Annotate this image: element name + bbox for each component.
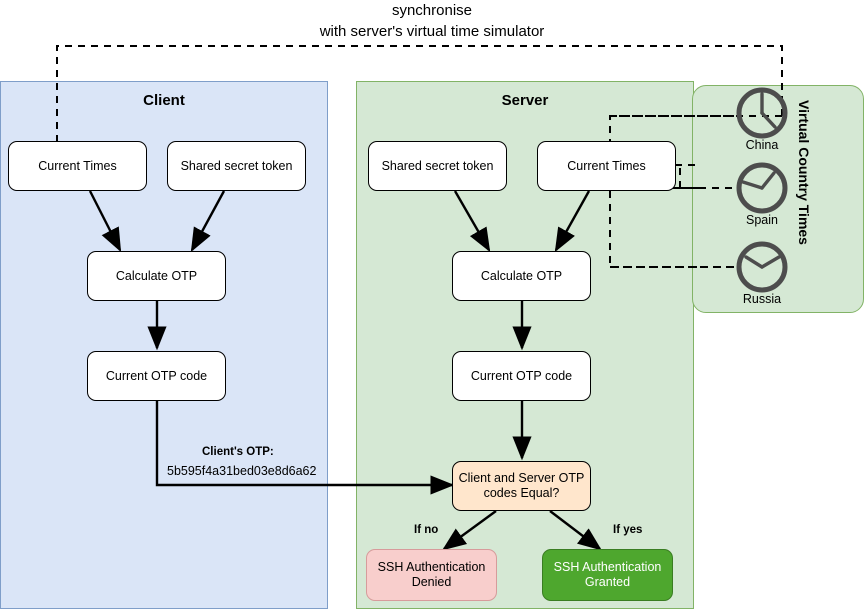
clock-spain-icon [736, 162, 788, 214]
otp-transfer-arrow [155, 401, 455, 495]
granted-line-1: SSH Authentication [553, 560, 662, 574]
server-arrows [453, 190, 591, 461]
otp-comparison-decision[interactable]: Client and Server OTP codes Equal? [452, 461, 591, 511]
clock-china-icon [736, 87, 788, 139]
server-current-times[interactable]: Current Times [537, 141, 676, 191]
decision-branch-arrows [442, 510, 602, 551]
client-arrows [88, 190, 226, 351]
server-calculate-otp[interactable]: Calculate OTP [452, 251, 591, 301]
ssh-authentication-granted[interactable]: SSH Authentication Granted [542, 549, 673, 601]
client-current-times[interactable]: Current Times [8, 141, 147, 191]
caption-line-1: synchronise [391, 2, 473, 19]
clock-russia-label: Russia [742, 292, 782, 306]
client-calculate-otp[interactable]: Calculate OTP [87, 251, 226, 301]
branch-yes-label: If yes [613, 524, 643, 536]
server-panel-title: Server [501, 92, 549, 109]
client-panel-title: Client [143, 92, 185, 109]
client-shared-secret-token[interactable]: Shared secret token [167, 141, 306, 191]
clock-china-label: China [745, 138, 779, 152]
client-otp-label: Client's OTP: [202, 446, 274, 458]
caption-line-2: with server's virtual time simulator [319, 23, 545, 40]
ssh-authentication-denied[interactable]: SSH Authentication Denied [366, 549, 497, 601]
branch-no-label: If no [414, 524, 439, 536]
virtual-times-panel [692, 85, 864, 313]
clock-russia-icon [736, 241, 788, 293]
server-shared-secret-token[interactable]: Shared secret token [368, 141, 507, 191]
decision-line-1: Client and Server OTP [458, 471, 585, 485]
diagram-caption: synchronise with server's virtual time s… [232, 0, 632, 42]
decision-line-2: codes Equal? [483, 486, 560, 500]
denied-line-1: SSH Authentication [377, 560, 486, 574]
client-otp-value: 5b595f4a31bed03e8d6a62 [167, 464, 317, 478]
granted-line-2: Granted [584, 575, 631, 589]
client-current-otp-code[interactable]: Current OTP code [87, 351, 226, 401]
denied-line-2: Denied [411, 575, 452, 589]
server-current-otp-code[interactable]: Current OTP code [452, 351, 591, 401]
clock-spain-label: Spain [746, 213, 778, 227]
